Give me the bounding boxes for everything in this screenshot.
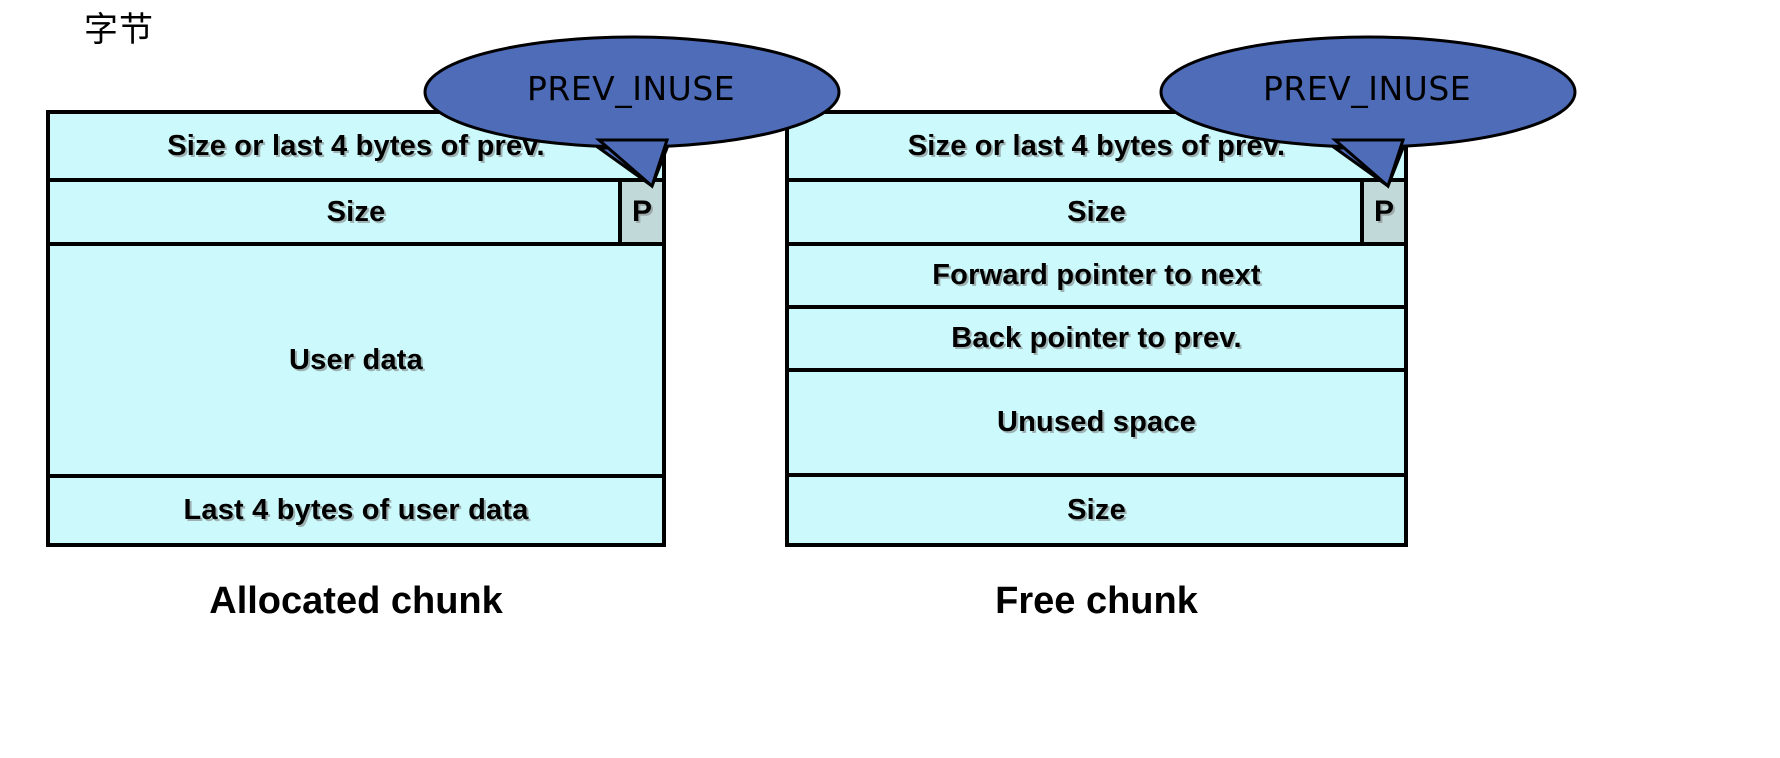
allocated-chunk-row-label: User data	[289, 343, 423, 376]
allocated-chunk-prev-inuse-flag: P	[618, 182, 662, 242]
allocated-chunk-row-label: Size	[326, 195, 386, 228]
allocated-chunk-row: Size P	[50, 182, 662, 246]
free-chunk-row-label: Size	[1067, 493, 1126, 526]
free-chunk-row: Forward pointer to next	[789, 246, 1404, 309]
free-chunk-row-label: Size or last 4 bytes of prev.	[907, 129, 1286, 162]
free-chunk-row: Size P	[789, 182, 1404, 246]
allocated-chunk-row-label: Size or last 4 bytes of prev.	[167, 129, 545, 162]
free-chunk-row: Size	[789, 477, 1404, 543]
free-chunk-row-label: Forward pointer to next	[932, 259, 1261, 291]
free-chunk-row-label: Back pointer to prev.	[951, 322, 1242, 354]
free-chunk-row: Unused space	[789, 372, 1404, 477]
free-chunk-row-label: Unused space	[996, 406, 1197, 438]
free-chunk-caption: Free chunk	[995, 580, 1198, 622]
allocated-chunk-row: User data	[50, 246, 662, 478]
allocated-chunk-row-label: Last 4 bytes of user data	[183, 494, 529, 526]
free-chunk-table: Size or last 4 bytes of prev. Size P Forwar…	[785, 110, 1408, 547]
free-chunk-prev-inuse-flag: P	[1360, 182, 1404, 242]
callout-label-left: PREV_INUSE	[527, 69, 736, 108]
allocated-chunk-row: Last 4 bytes of user data	[50, 478, 662, 543]
allocated-chunk-caption: Allocated chunk	[209, 580, 503, 622]
free-chunk-row-label: Size	[1067, 195, 1126, 228]
free-chunk-row: Back pointer to prev.	[789, 309, 1404, 372]
callout-label-right: PREV_INUSE	[1263, 69, 1472, 108]
byte-annotation-label: 字节	[84, 10, 154, 50]
allocated-chunk-row: Size or last 4 bytes of prev.	[50, 114, 662, 182]
allocated-chunk-table: Size or last 4 bytes of prev. Size P User d…	[46, 110, 666, 547]
free-chunk-row: Size or last 4 bytes of prev.	[789, 114, 1404, 182]
